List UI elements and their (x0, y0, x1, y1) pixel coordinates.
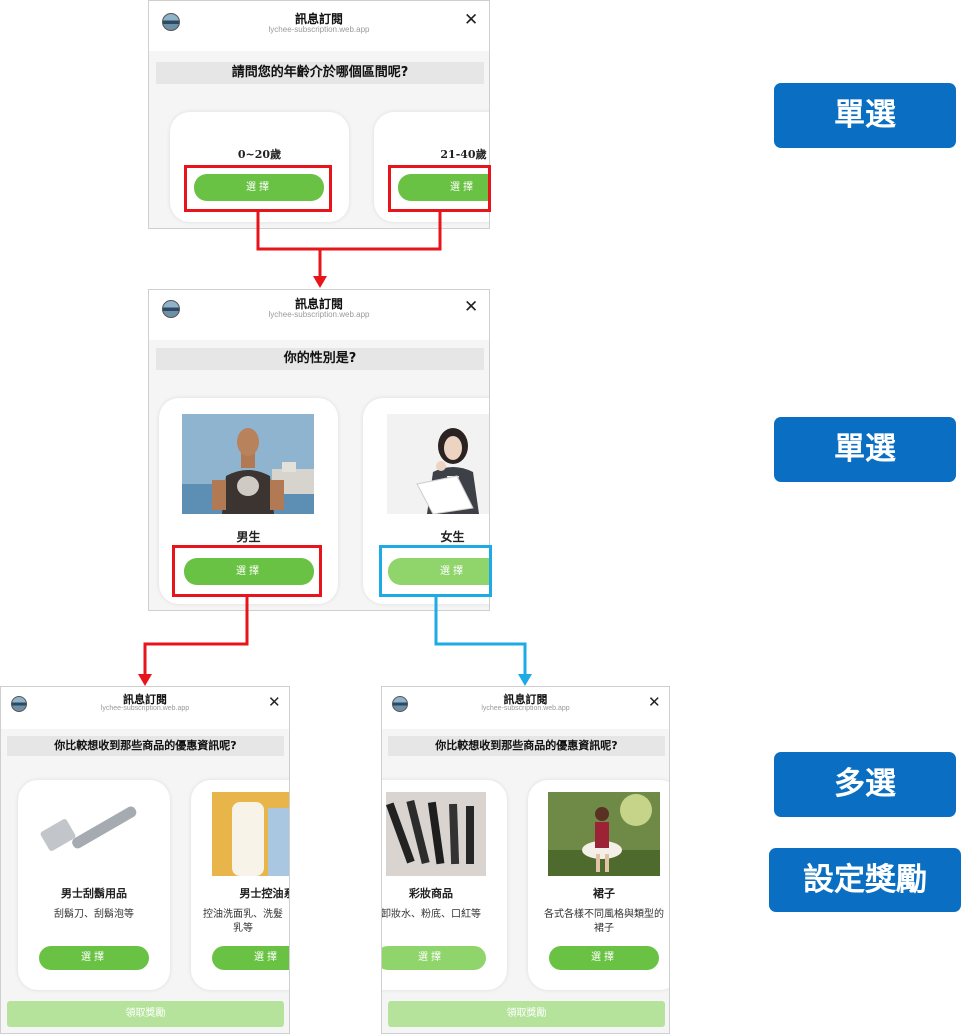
question-bar: 你比較想收到那些商品的優惠資訊呢? (7, 736, 284, 756)
makeup-photo (386, 792, 486, 876)
app-logo-icon (392, 696, 408, 712)
option-label: 女生 (440, 530, 465, 544)
select-button[interactable]: 選擇 (549, 946, 659, 970)
dialog-header: 訊息訂閱 lychee-subscription.web.app ✕ (149, 290, 489, 340)
male-products-panel: 訊息訂閱 lychee-subscription.web.app ✕ 你比較想收… (0, 686, 290, 1034)
skirt-photo (548, 792, 660, 876)
select-button[interactable]: 選擇 (388, 558, 489, 585)
female-branch-arrow (434, 597, 527, 676)
dialog-subtitle: lychee-subscription.web.app (268, 310, 370, 319)
select-button[interactable]: 選擇 (184, 558, 314, 585)
razor-photo (38, 792, 150, 876)
age-to-gender-arrowhead (313, 276, 327, 288)
highlight-box-age-0-20 (184, 165, 332, 212)
app-logo-icon (162, 13, 180, 31)
option-label: 男士控油系 (239, 887, 290, 900)
dialog-header: 訊息訂閱 lychee-subscription.web.app ✕ (1, 687, 289, 729)
close-icon[interactable]: ✕ (464, 297, 479, 317)
dialog-title: 訊息訂閱 (503, 693, 548, 706)
app-logo-icon (162, 300, 180, 318)
select-button[interactable]: 選擇 (382, 946, 486, 970)
male-branch-arrowhead (138, 674, 152, 686)
highlight-box-age-21-40 (388, 165, 491, 212)
dialog-header: 訊息訂閱 lychee-subscription.web.app ✕ (149, 1, 489, 51)
claim-reward-button[interactable]: 領取獎勵 (7, 1001, 284, 1027)
option-label: 21-40歲 (440, 148, 487, 161)
highlight-box-male (172, 545, 322, 597)
male-photo (182, 414, 314, 514)
option-card-skirt: 裙子 各式各樣不同風格與類型的裙子 選擇 (528, 780, 669, 990)
single-choice-tag: 單選 (774, 83, 956, 148)
female-photo (387, 414, 489, 514)
gender-question-panel: 訊息訂閱 lychee-subscription.web.app ✕ 你的性別是… (148, 289, 490, 611)
select-button[interactable]: 選擇 (212, 946, 289, 970)
option-description: 控油洗面乳、洗髮乳等 (203, 909, 283, 934)
multi-choice-tag: 多選 (774, 752, 956, 817)
option-description: 各式各樣不同風格與類型的裙子 (544, 909, 664, 934)
option-card-makeup: 彩妝商品 卸妝水、粉底、口紅等 選擇 (381, 780, 507, 990)
question-bar: 你的性別是? (156, 348, 484, 370)
option-label: 彩妝商品 (409, 887, 453, 900)
option-label: 男士刮鬍用品 (61, 887, 127, 900)
age-question-panel: 訊息訂閱 lychee-subscription.web.app ✕ 請問您的年… (148, 0, 490, 229)
select-button[interactable]: 選擇 (398, 174, 489, 201)
option-card-shaving: 男士刮鬍用品 刮鬍刀、刮鬍泡等 選擇 (18, 780, 170, 990)
dialog-header: 訊息訂閱 lychee-subscription.web.app ✕ (382, 687, 669, 729)
cleanser-photo (212, 792, 289, 876)
select-button[interactable]: 選擇 (194, 174, 324, 201)
male-branch-arrow (143, 597, 249, 676)
dialog-subtitle: lychee-subscription.web.app (481, 705, 570, 712)
option-description: 刮鬍刀、刮鬍泡等 (54, 909, 134, 920)
option-label: 裙子 (593, 887, 615, 900)
dialog-title: 訊息訂閱 (294, 12, 343, 26)
option-label: 0~20歲 (237, 148, 282, 161)
select-button[interactable]: 選擇 (39, 946, 149, 970)
age-to-gender-arrow (256, 212, 442, 278)
app-logo-icon (11, 696, 27, 712)
option-description: 卸妝水、粉底、口紅等 (381, 909, 481, 920)
question-bar: 請問您的年齡介於哪個區間呢? (156, 62, 484, 84)
female-branch-arrowhead (518, 674, 532, 686)
dialog-title: 訊息訂閱 (294, 297, 343, 311)
option-label: 男生 (236, 530, 261, 544)
single-choice-tag: 單選 (774, 417, 956, 482)
claim-reward-button[interactable]: 領取獎勵 (388, 1001, 665, 1027)
dialog-title: 訊息訂閱 (123, 693, 167, 706)
set-reward-tag: 設定獎勵 (769, 848, 961, 912)
dialog-subtitle: lychee-subscription.web.app (100, 705, 190, 712)
question-bar: 你比較想收到那些商品的優惠資訊呢? (388, 736, 665, 756)
close-icon[interactable]: ✕ (268, 693, 281, 711)
highlight-box-female (379, 545, 492, 597)
dialog-subtitle: lychee-subscription.web.app (268, 25, 370, 34)
option-card-female: 女生 選擇 (363, 398, 489, 604)
close-icon[interactable]: ✕ (464, 10, 479, 30)
option-card-oil-control: 男士控油系 控油洗面乳、洗髮乳等 選擇 (191, 780, 290, 990)
female-products-panel: 訊息訂閱 lychee-subscription.web.app ✕ 你比較想收… (381, 686, 670, 1034)
close-icon[interactable]: ✕ (648, 693, 661, 711)
option-card-male: 男生 選擇 (159, 398, 338, 604)
